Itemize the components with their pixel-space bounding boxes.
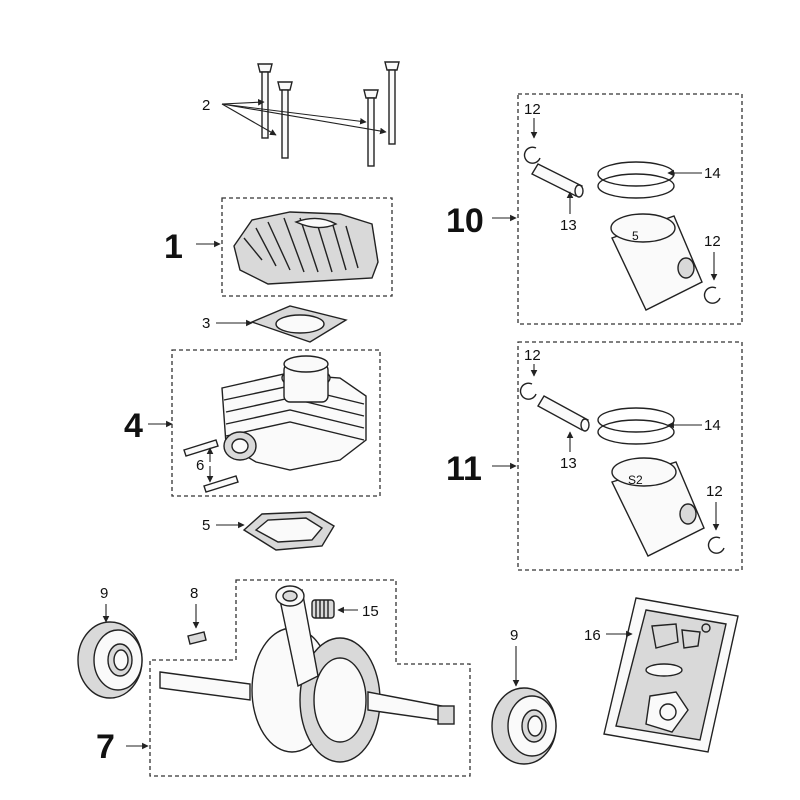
piston-marking: 5 — [632, 229, 639, 243]
callout-head-gasket: 3 — [202, 315, 210, 332]
leader-lines-bolts — [221, 98, 387, 136]
group-box-head — [221, 197, 393, 297]
callout-base-gasket: 5 — [202, 517, 210, 534]
piston-pin — [537, 395, 590, 432]
cylinder-head — [233, 211, 379, 285]
cylinder-head-bolts — [257, 61, 400, 167]
group-box-crankshaft — [149, 579, 471, 777]
callout-crankshaft: 7 — [96, 728, 115, 766]
main-bearing-right — [491, 687, 557, 765]
callout-pin-b: 13 — [560, 455, 577, 472]
callout-bolts: 2 — [202, 97, 210, 114]
callout-needle-bearing: 15 — [362, 603, 379, 620]
circlip — [523, 146, 541, 164]
crankshaft — [159, 585, 455, 763]
group-box-piston-kit-a — [517, 93, 743, 325]
cylinder-base-gasket — [242, 511, 335, 551]
callout-key: 8 — [190, 585, 198, 602]
piston-rings — [597, 407, 675, 445]
callout-studs: 6 — [196, 457, 204, 474]
callout-rings-a: 14 — [704, 165, 721, 182]
gasket-set — [603, 597, 739, 753]
piston-marking: S2 — [628, 473, 643, 487]
callout-cylinder: 4 — [124, 407, 143, 445]
callout-clip-b-top: 12 — [524, 347, 541, 364]
callout-piston-kit-b: 11 — [446, 450, 482, 488]
group-box-cylinder — [171, 349, 381, 497]
cylinder-studs — [183, 439, 239, 493]
bolt — [277, 81, 293, 159]
callout-rings-b: 14 — [704, 417, 721, 434]
callout-gasket-set: 16 — [584, 627, 601, 644]
bolt — [384, 61, 400, 145]
bolt — [363, 89, 379, 167]
needle-bearing — [311, 599, 335, 619]
bolt — [257, 63, 273, 139]
piston-rings — [597, 161, 675, 199]
callout-piston-kit-a: 10 — [446, 202, 484, 240]
callout-clip-b-right: 12 — [706, 483, 723, 500]
piston-pin — [531, 163, 584, 198]
callout-bearing-right: 9 — [510, 627, 518, 644]
circlip — [519, 382, 537, 400]
piston-kit-b: S2 — [519, 382, 725, 557]
callout-bearing-left: 9 — [100, 585, 108, 602]
callout-clip-a-top: 12 — [524, 101, 541, 118]
callout-clip-a-right: 12 — [704, 233, 721, 250]
callout-pin-a: 13 — [560, 217, 577, 234]
circlip — [707, 536, 725, 554]
callout-head: 1 — [164, 228, 183, 266]
piston: 5 — [610, 213, 703, 311]
group-box-piston-kit-b — [517, 341, 743, 571]
woodruff-key — [187, 631, 207, 645]
cylinder — [221, 355, 367, 471]
piston: S2 — [611, 457, 705, 557]
piston-kit-a: 5 — [523, 146, 721, 311]
main-bearing-left — [77, 621, 143, 699]
head-gasket — [250, 305, 348, 343]
circlip — [703, 286, 721, 304]
